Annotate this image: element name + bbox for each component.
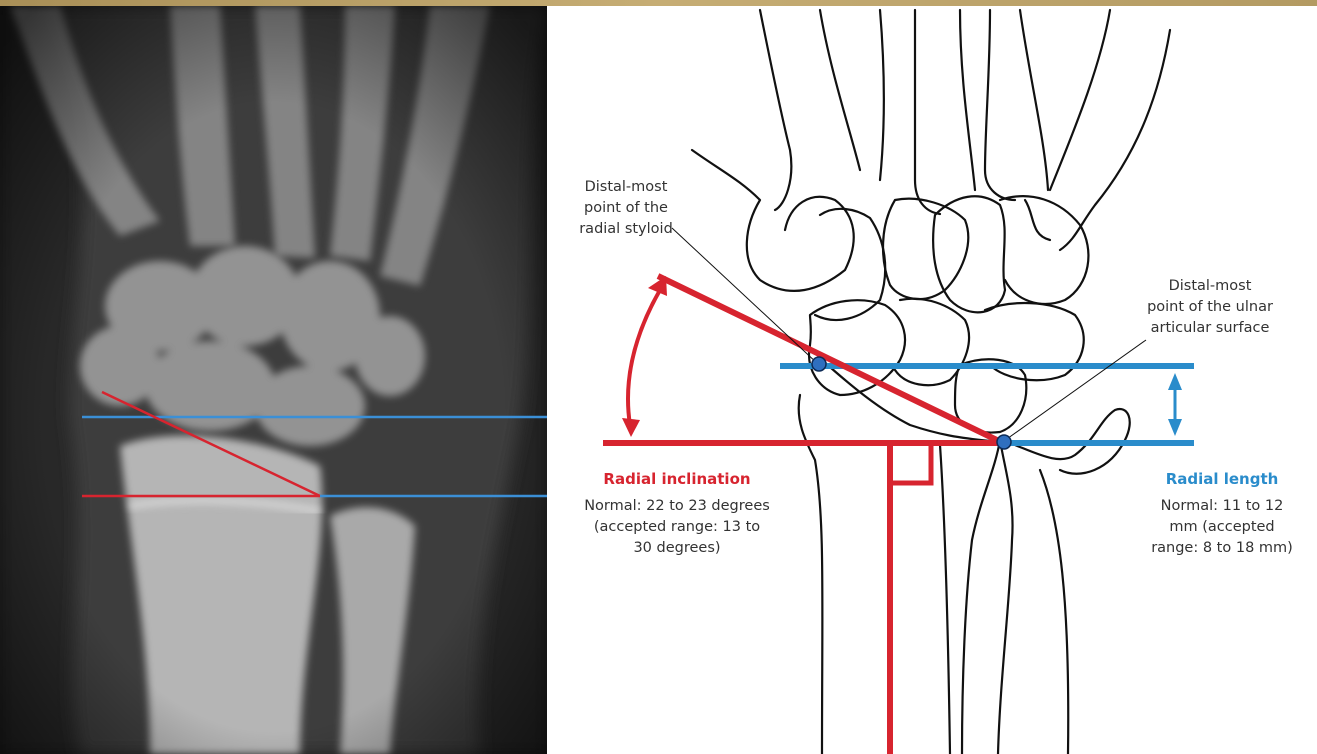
ulnar-surface-point-marker [997,435,1011,449]
radial-styloid-point-marker [812,357,826,371]
wrist-xray-image [0,6,547,754]
inclination-angle-arrow [622,276,667,437]
radial-length-arrow [1168,373,1182,436]
radial-styloid-annotation: Distal-most point of the radial styloid [561,177,691,240]
right-angle-marker [890,443,931,483]
ulnar-surface-annotation: Distal-most point of the ulnar articular… [1135,276,1285,339]
wrist-schematic-diagram: Distal-most point of the radial styloid … [547,6,1317,754]
bone-outlines [692,10,1170,754]
radial-length-description: Normal: 11 to 12 mm (accepted range: 8 t… [1142,496,1302,559]
radial-length-title: Radial length [1142,469,1302,490]
radial-inclination-title: Radial inclination [587,469,767,490]
radial-inclination-description: Normal: 22 to 23 degrees (accepted range… [579,496,775,559]
